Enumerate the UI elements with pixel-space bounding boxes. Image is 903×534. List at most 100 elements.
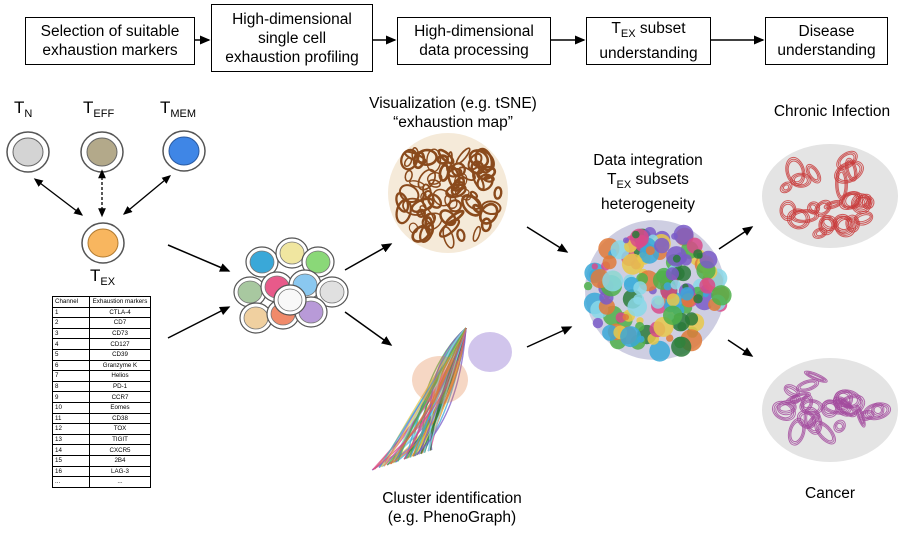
contour-line — [802, 397, 811, 409]
contour-line — [850, 193, 872, 215]
integration-cluster — [615, 312, 626, 323]
step-line: exhaustion markers — [42, 42, 178, 59]
contour-line — [807, 372, 825, 381]
contour-line — [837, 152, 857, 169]
integration-cluster — [622, 314, 629, 321]
tsne-blob — [432, 188, 452, 207]
contour-line — [786, 158, 805, 185]
phenograph-cluster-blob — [468, 332, 512, 372]
integration-cluster — [670, 279, 681, 290]
channel-cell: 13 — [52, 433, 90, 446]
integration-cluster — [649, 340, 671, 362]
integration-cluster — [693, 294, 703, 304]
integration-cluster — [684, 312, 699, 326]
contour-line — [807, 201, 821, 215]
contour-line — [781, 182, 791, 192]
step-line: Selection of suitable — [40, 23, 180, 40]
contour-line — [815, 422, 835, 443]
tsne-blob — [461, 194, 483, 217]
integration-cluster — [651, 295, 665, 309]
tsne-blob — [447, 167, 463, 178]
tsne-blob — [404, 169, 413, 182]
contour-line — [836, 169, 847, 199]
contour-line — [847, 161, 856, 179]
marker-cell: ... — [89, 476, 151, 488]
integration-cluster — [666, 334, 674, 342]
marker-cell: CD39 — [89, 348, 151, 361]
integrated-tex-map — [583, 220, 732, 362]
contour-line — [836, 422, 844, 430]
contour-line — [784, 385, 799, 396]
tn-label: TN — [14, 98, 32, 120]
arrow-phenograph-to-integration — [526, 326, 573, 348]
contour-line — [835, 168, 848, 201]
phenograph-edge — [413, 327, 467, 457]
integration-cluster — [620, 326, 642, 348]
tsne-blob — [470, 160, 485, 175]
contour-line — [832, 213, 853, 234]
channel-cell: 3 — [52, 327, 90, 340]
teff-label: TEFF — [83, 98, 114, 120]
tsne-blob — [476, 173, 494, 192]
marker-cell: CD73 — [89, 327, 151, 340]
integration-cluster — [623, 237, 629, 244]
tsne-blob — [448, 199, 462, 213]
contour-line — [781, 203, 795, 218]
tex-subscript: EX — [616, 179, 632, 192]
integration-cluster — [632, 230, 640, 239]
tex-cell-icon — [81, 222, 125, 264]
contour-line — [838, 395, 864, 416]
tsne-blob — [478, 202, 499, 225]
tsne-blob — [480, 200, 502, 216]
contour-line — [796, 379, 820, 393]
marker-cell: Eomes — [89, 401, 151, 414]
pool-cell-core — [305, 250, 331, 274]
t-letter: T — [83, 98, 94, 117]
arrow-pool-to-phenograph — [344, 311, 393, 346]
tmem-cell-icon — [162, 130, 206, 172]
t-letter: T — [90, 266, 101, 285]
integration-cluster — [680, 254, 692, 266]
channel-cell: 8 — [52, 380, 90, 393]
contour-line — [812, 227, 828, 239]
arrow-tmem-tex — [122, 175, 172, 215]
channel-cell: 5 — [52, 348, 90, 361]
table-row: ...... — [52, 476, 151, 488]
tex-subscript: EX — [620, 28, 636, 41]
contour-line — [787, 160, 803, 183]
contour-line — [860, 411, 873, 420]
contour-line — [858, 409, 875, 421]
pool-cell-core — [237, 280, 263, 304]
contour-line — [796, 410, 817, 429]
table-header-row: Channel Exhaustion markers — [52, 296, 151, 308]
tn-cell-icon — [6, 131, 50, 173]
marker-cell: Granzyme K — [89, 359, 151, 372]
contour-line — [846, 159, 857, 180]
pool-cell-core — [279, 241, 305, 265]
contour-line — [839, 153, 855, 167]
pool-cell-core — [249, 250, 275, 274]
contour-line — [872, 404, 884, 416]
tsne-blob — [412, 151, 426, 170]
contour-line — [855, 404, 866, 428]
t-subscript: N — [24, 108, 33, 120]
tsne-blob — [472, 225, 482, 242]
marker-header: Exhaustion markers — [89, 296, 151, 308]
tsne-blob — [400, 148, 419, 171]
tsne-blob — [416, 208, 427, 218]
contour-line — [809, 416, 818, 426]
tsne-blob — [409, 180, 425, 188]
step-line: Disease — [798, 23, 855, 40]
phenograph-edge — [428, 327, 467, 452]
contour-line — [783, 384, 800, 398]
t-subscript: EX — [100, 276, 116, 288]
integration-cluster — [629, 228, 649, 248]
